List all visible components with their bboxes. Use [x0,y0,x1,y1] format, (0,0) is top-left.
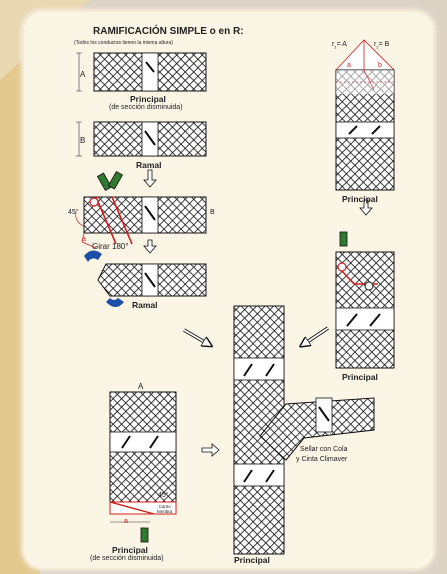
instruction-card: RAMIFICACIÓN SIMPLE o en R: (Todos los c… [22,10,435,570]
label-a-red-3: a [124,518,128,525]
label-b-left: B [80,136,85,145]
label-sellar-1: Sellar con Cola [300,446,347,453]
duct-b-ramal [76,122,206,156]
label-principal-5: Principal [234,555,270,565]
label-principal-2: Principal [342,194,378,204]
duct-principal-cut [336,232,394,368]
diagram-drawing [24,12,433,568]
duct-a-cut [110,392,176,542]
diagram-title: RAMIFICACIÓN SIMPLE o en R: [93,26,244,37]
label-principal-3: Principal [342,372,378,382]
label-b-red-2: b [378,62,382,69]
label-seccion-2: (de sección disminuida) [90,555,164,562]
duct-b-cut [76,172,206,248]
duct-principal-marking [336,40,394,190]
label-a-red-1: a [82,236,86,243]
label-ramal-2: Ramal [132,300,158,310]
label-a-upper: A [80,70,85,79]
note-same-height: (Todos los conductos tienen la misma alt… [74,40,173,46]
duct-a-principal [76,53,206,91]
label-principal-1: Principal [130,94,166,104]
label-ramal-1: Ramal [136,160,162,170]
label-seccion-1: (de sección disminuida) [109,104,183,111]
label-a-lower: A [138,382,143,391]
label-girar: Girar 180° [92,242,129,251]
label-principal-4: Principal [112,545,148,555]
label-a-red-2: a [347,62,351,69]
label-angle-1: 45° [68,209,79,216]
label-sellar-2: y Cinta Climaver [296,456,347,463]
label-angle-2: 45° [158,492,169,499]
label-r1-a: r1= A [332,41,347,49]
label-b-right: B [210,209,215,216]
duct-ramal-rotated [84,250,206,307]
label-r2-b: r2= B [374,41,389,49]
